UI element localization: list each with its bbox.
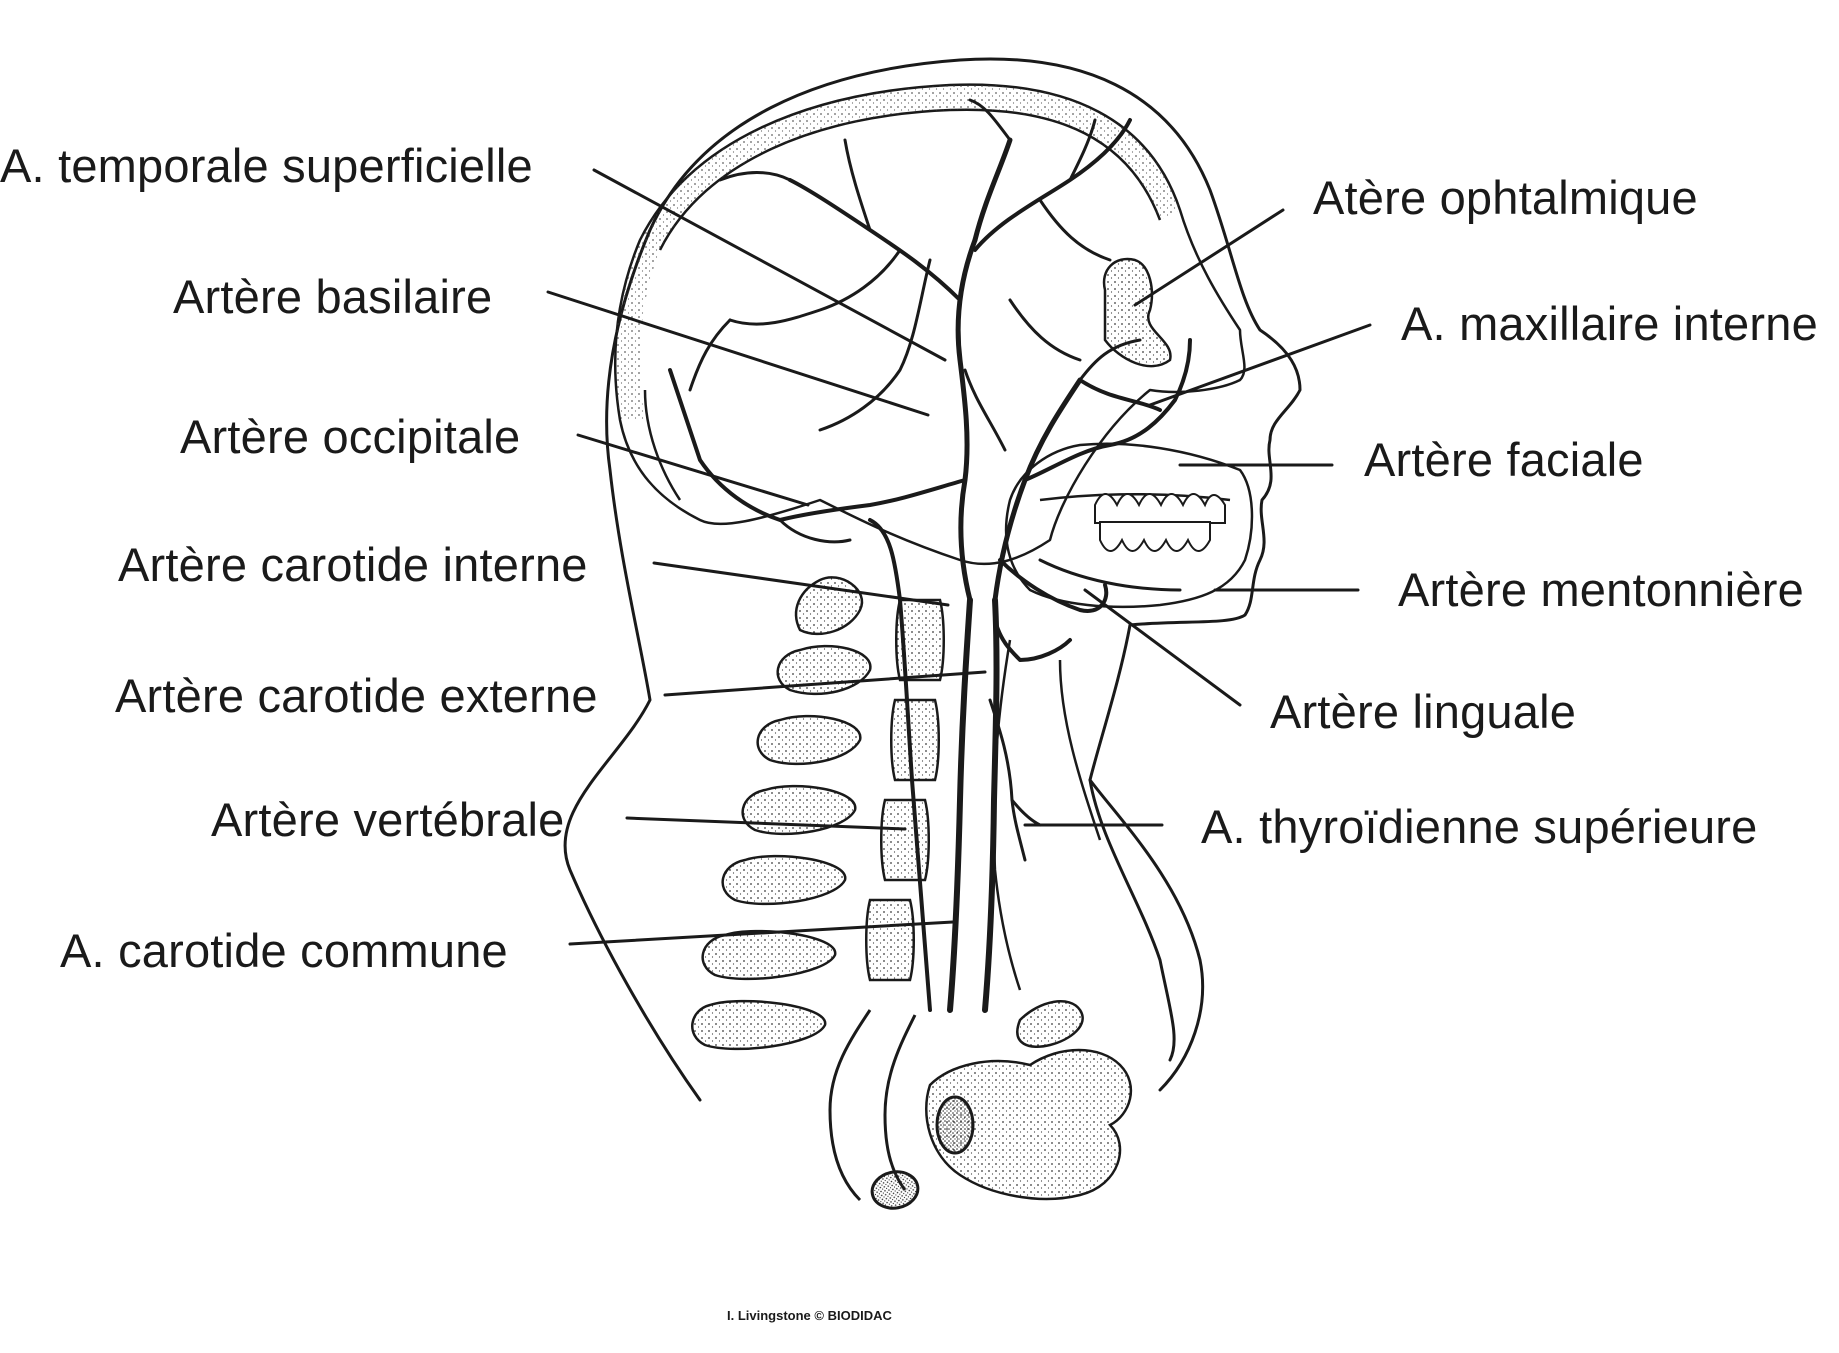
label-thyroidienne-superieure: A. thyroïdienne supérieure (1201, 800, 1758, 853)
common-carotid-vessel (947, 597, 973, 1013)
leader-carotide-externe (663, 670, 987, 697)
neck-front (992, 639, 1102, 991)
label-carotide-interne: Artère carotide interne (118, 538, 588, 591)
label-maxillaire-interne: A. maxillaire interne (1401, 297, 1818, 350)
clavicle (925, 1000, 1133, 1201)
label-artere-mentonniere: Artère mentonnière (1398, 563, 1804, 616)
aorta-stump (828, 1009, 975, 1210)
leader-occipitale (576, 433, 810, 507)
leader-carotide-interne (652, 561, 950, 607)
leader-temporale-superficielle (592, 168, 947, 362)
jaw (1004, 442, 1254, 609)
skull-stipple (615, 84, 1180, 420)
label-artere-linguale: Artère linguale (1270, 685, 1577, 738)
label-artere-basilaire: Artère basilaire (173, 270, 493, 323)
leader-basilaire (546, 290, 930, 417)
arteries (668, 98, 1192, 1013)
leader-maxillaire-interne (1148, 323, 1372, 407)
skin-outline (563, 57, 1302, 1102)
label-artere-vertebrale: Artère vertébrale (211, 793, 565, 846)
label-artere-faciale: Artère faciale (1364, 433, 1644, 486)
label-carotide-externe: Artère carotide externe (115, 669, 598, 722)
leader-ophtalmique (1133, 208, 1285, 307)
leader-linguale (1083, 588, 1242, 707)
label-artere-occipitale: Artère occipitale (180, 410, 521, 463)
leader-lines (546, 168, 1372, 946)
leader-vertebrale (625, 816, 907, 831)
teeth (1094, 493, 1226, 552)
credit-text: I. Livingstone © BIODIDAC (727, 1308, 892, 1323)
label-artere-ophtalmique: Atère ophtalmique (1313, 171, 1698, 224)
label-temporale-superficielle: A. temporale superficielle (0, 139, 533, 192)
label-carotide-commune: A. carotide commune (60, 924, 508, 977)
cervical-vertebrae (691, 576, 872, 1051)
leader-carotide-commune (568, 920, 955, 946)
orbit (1102, 257, 1172, 368)
